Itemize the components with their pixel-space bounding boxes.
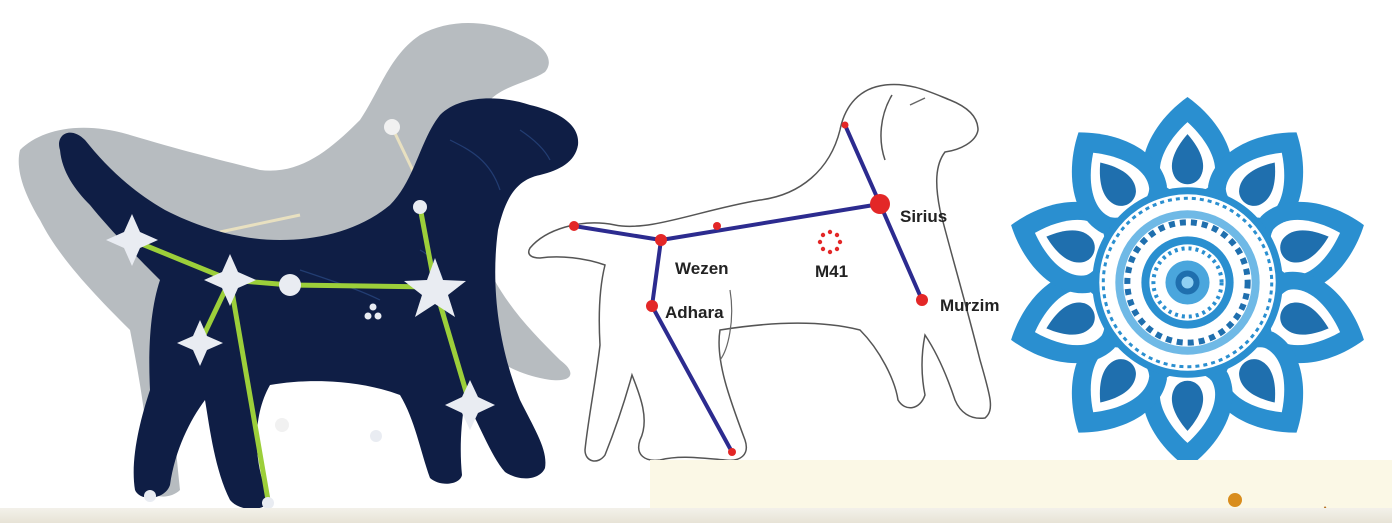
- star-wezen: [655, 234, 667, 246]
- star-tail: [569, 221, 579, 231]
- dog-eye: [910, 98, 925, 105]
- label-m41: M41: [815, 262, 848, 281]
- blue-mandala: [1000, 95, 1375, 470]
- m41-cluster: [818, 230, 842, 254]
- dog-outline: [529, 84, 991, 461]
- bottom-strip: [0, 508, 1392, 523]
- star-head: [842, 122, 849, 129]
- gray-dog-star: [384, 119, 400, 135]
- diagram-constellation-lines: [574, 125, 922, 452]
- star-adhara: [646, 300, 658, 312]
- dog-constellation-illustration: [0, 0, 600, 523]
- star-paw: [728, 448, 736, 456]
- canis-major-diagram: Sirius Wezen Adhara Murzim M41: [515, 60, 1015, 480]
- star-murzim: [916, 294, 928, 306]
- label-adhara: Adhara: [665, 303, 724, 322]
- label-murzim: Murzim: [940, 296, 1000, 315]
- label-wezen: Wezen: [675, 259, 729, 278]
- dog-ear: [881, 95, 892, 160]
- gray-dog-star: [275, 418, 289, 432]
- dog-leg-detail: [720, 290, 732, 360]
- star-sirius: [870, 194, 890, 214]
- star-back: [713, 222, 721, 230]
- label-sirius: Sirius: [900, 207, 947, 226]
